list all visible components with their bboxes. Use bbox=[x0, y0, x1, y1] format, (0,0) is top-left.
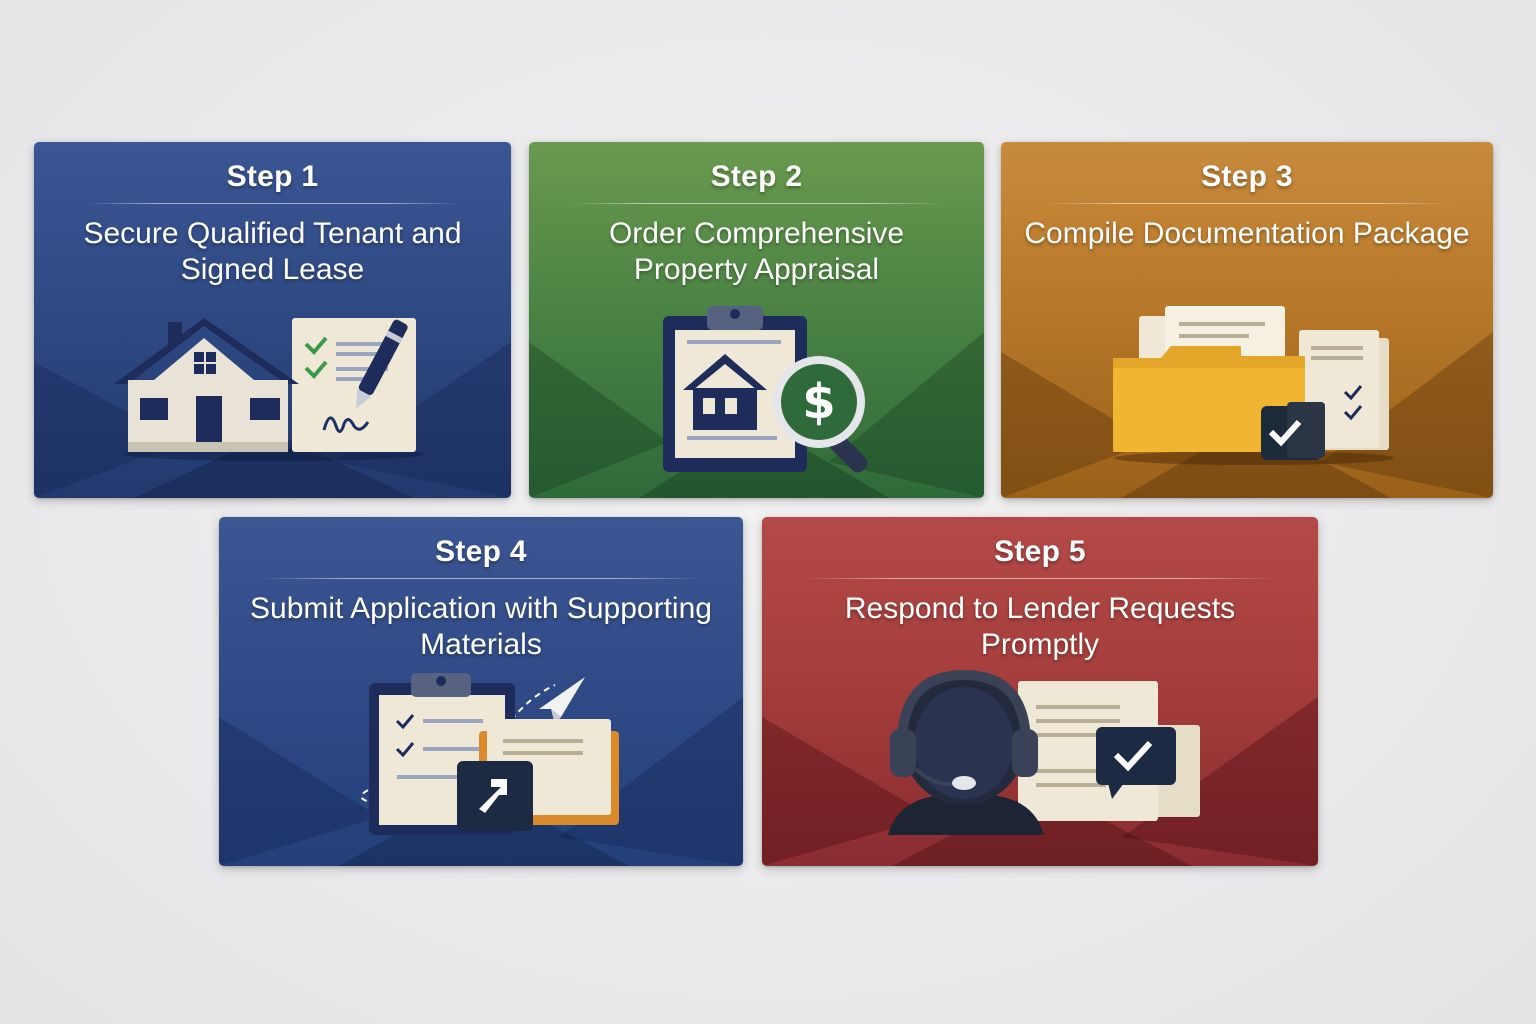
step-label: Step 4 bbox=[435, 535, 527, 568]
step-label: Step 5 bbox=[994, 535, 1086, 568]
divider bbox=[84, 203, 461, 204]
step-card-3: Step 3 Compile Documentation Package bbox=[1001, 142, 1493, 498]
appraisal-magnifier-icon: $ bbox=[659, 302, 899, 477]
step-label: Step 2 bbox=[710, 160, 803, 193]
step-card-2: Step 2 Order Comprehensive Property Appr… bbox=[529, 142, 984, 498]
step-title: Order Comprehensive Property Appraisal bbox=[608, 217, 905, 286]
step-title: Compile Documentation Package bbox=[1024, 217, 1470, 250]
support-headset-icon bbox=[880, 669, 1210, 839]
documents-folder-icon bbox=[1109, 302, 1399, 467]
divider bbox=[569, 203, 944, 204]
step-card-5: Step 5 Respond to Lender Requests Prompt… bbox=[762, 517, 1318, 866]
house-lease-icon bbox=[114, 312, 434, 462]
step-card-4: Step 4 Submit Application with Supportin… bbox=[219, 517, 743, 866]
divider bbox=[802, 578, 1278, 579]
divider bbox=[1041, 203, 1453, 204]
step-title: Secure Qualified Tenant and Signed Lease bbox=[83, 217, 462, 286]
step-title: Submit Application with Supporting Mater… bbox=[250, 592, 712, 661]
step-label: Step 1 bbox=[226, 160, 319, 193]
step-card-1: Step 1 Secure Qualified Tenant and Signe… bbox=[34, 142, 511, 498]
step-label: Step 3 bbox=[1201, 160, 1293, 193]
submit-application-icon bbox=[339, 669, 629, 839]
svg-text:$: $ bbox=[802, 374, 835, 430]
divider bbox=[259, 578, 703, 579]
step-title: Respond to Lender Requests Promptly bbox=[844, 592, 1236, 661]
